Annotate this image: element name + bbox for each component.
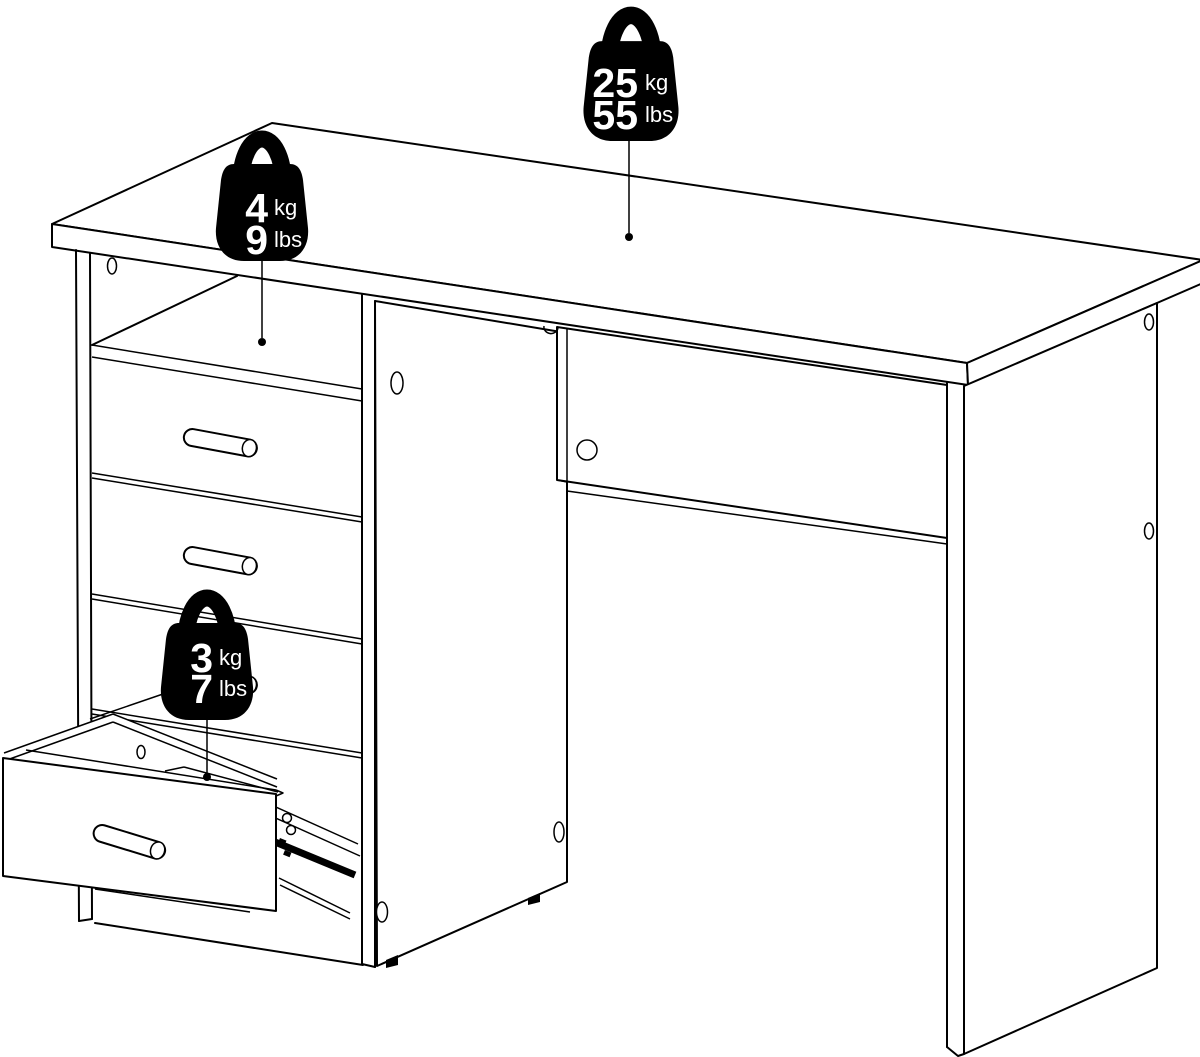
weight-lbs-value: 55 <box>592 92 638 138</box>
weight-kg-unit: kg <box>274 195 297 220</box>
anchor-dot <box>203 773 211 781</box>
weight-badge-shelf: 4 kg 9 lbs <box>215 130 309 263</box>
anchor-dot <box>625 233 633 241</box>
anchor-dot <box>258 338 266 346</box>
leader-lines <box>203 137 633 781</box>
drawer-divider <box>91 472 363 759</box>
desktop-right-edge <box>966 260 1200 386</box>
drawer-box-back-rim <box>112 713 278 780</box>
cavity-bottom-board-edge <box>94 888 251 913</box>
kettlebell-icon <box>160 589 254 720</box>
shelf-left-depth-edge <box>91 275 238 346</box>
kettlebell-icon <box>215 130 309 261</box>
notch <box>543 325 559 335</box>
weight-kg-unit: kg <box>219 645 242 670</box>
drawer-handle[interactable] <box>182 428 258 458</box>
weight-lbs-unit: lbs <box>219 676 247 701</box>
right-leg <box>946 302 1158 1057</box>
grommet-hole-icon <box>576 439 598 461</box>
cam-hole-icon <box>375 901 389 923</box>
shelf-front-edge <box>91 344 363 390</box>
drawer-bottom-hole-icon <box>136 744 146 760</box>
cam-hole-icon <box>390 371 404 395</box>
weight-kg-value: 25 <box>592 60 638 106</box>
drawer-handle[interactable] <box>182 546 258 576</box>
cam-hole-icon <box>1143 313 1155 331</box>
desktop-surface <box>51 122 1200 386</box>
drawer-box-left-rim <box>3 713 114 754</box>
weight-lbs-value: 7 <box>190 666 213 712</box>
weight-lbs-unit: lbs <box>645 102 673 127</box>
open-shelf <box>91 257 363 402</box>
open-drawer-cavity <box>2 693 364 966</box>
weight-lbs-value: 9 <box>245 217 268 263</box>
pedestal-floor-edge <box>94 922 364 966</box>
weight-lbs-unit: lbs <box>274 227 302 252</box>
weight-badge-desktop: 25 kg 55 lbs <box>583 6 679 142</box>
cam-hole-icon <box>553 821 565 843</box>
cam-hole-icon <box>1143 522 1155 540</box>
kettlebell-icon <box>583 6 679 142</box>
open-drawer-front[interactable] <box>2 749 284 912</box>
foot-glide <box>528 893 540 905</box>
weight-kg-value: 4 <box>245 185 268 231</box>
foot-glide <box>386 955 398 968</box>
weight-kg-value: 3 <box>190 635 213 681</box>
pedestal-drawers <box>91 428 363 759</box>
cam-hole-icon <box>106 257 118 275</box>
pedestal-right-panel <box>361 294 568 968</box>
drawer-handle[interactable] <box>91 823 167 861</box>
weight-kg-unit: kg <box>645 70 668 95</box>
weight-badge-drawer: 3 kg 7 lbs <box>160 589 254 720</box>
cavity-left-depth-edge <box>89 693 164 720</box>
